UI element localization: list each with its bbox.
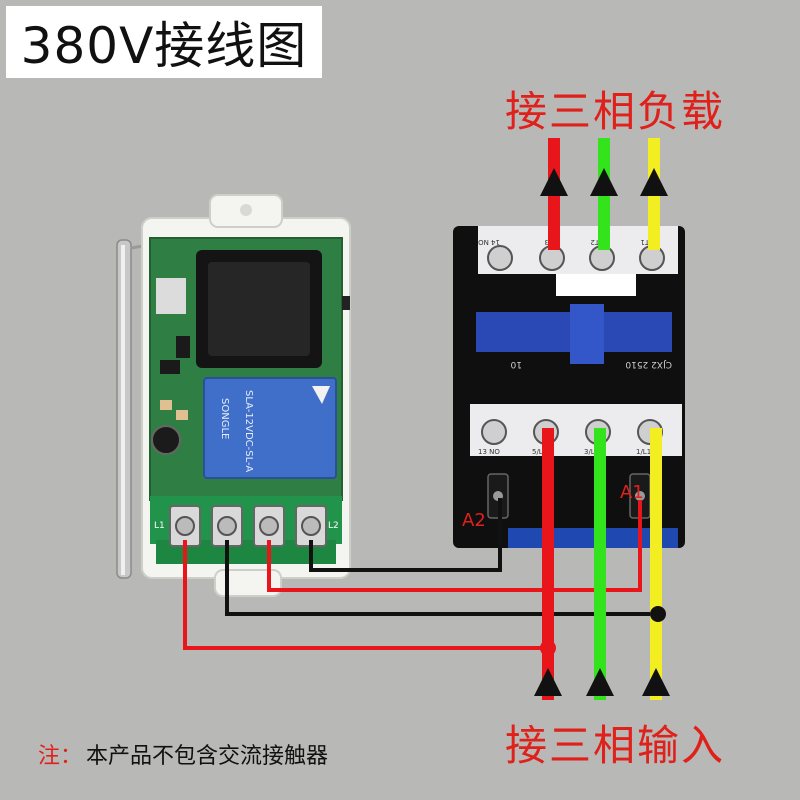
auxiliary-window <box>556 274 636 296</box>
a1-label: A1 <box>620 482 644 503</box>
phase-yellow-in <box>650 428 662 700</box>
input-label: 接三相输入 <box>505 721 726 770</box>
mount-tab-bottom <box>214 569 282 597</box>
top-screws <box>487 245 665 271</box>
mount-hole-top <box>240 204 252 216</box>
rf-module-chip <box>156 278 186 314</box>
arrow-up-icon <box>534 668 562 696</box>
load-label: 接三相负载 <box>505 87 726 136</box>
contactor-number: 10 <box>510 359 522 369</box>
learn-button <box>342 296 350 310</box>
arrow-up-icon <box>642 668 670 696</box>
contact-bottom-2: 3/L2 <box>584 448 599 456</box>
terminal-label-l1: L1 <box>154 521 165 531</box>
ac-contactor: 14 NO 6/T3 4/T2 2/T1 10 CJX2 2510 13 NO … <box>453 226 685 548</box>
direction-arrows <box>534 168 670 696</box>
wire-l1-red <box>183 540 548 650</box>
relay-model: SLA-12VDC-SL-A <box>243 390 254 472</box>
note-prefix: 注： <box>38 744 83 769</box>
junction-black <box>650 606 666 622</box>
contactor-model: CJX2 2510 <box>625 359 672 369</box>
antenna-highlight <box>121 245 125 575</box>
wire-to-a1-red <box>267 500 642 592</box>
capacitor-icon <box>151 425 181 455</box>
contact-top-0: 14 NO <box>478 238 500 246</box>
wire-to-a2-black <box>309 498 502 572</box>
relay-icon <box>203 377 337 479</box>
arrow-up-icon <box>586 668 614 696</box>
phase-red-in <box>542 428 554 700</box>
note-text: 本产品不包含交流接触器 <box>86 744 329 769</box>
product-note: 注：本产品不包含交流接触器 <box>38 738 328 770</box>
terminal-label-l2: L2 <box>328 521 339 531</box>
contact-bottom-3: 1/L1 <box>636 448 651 456</box>
arrow-up-icon <box>640 168 668 196</box>
diagram-title: 380V接线图 <box>20 17 308 75</box>
contact-bottom-0: 13 NO <box>478 448 500 456</box>
junction-red <box>540 640 556 656</box>
arrow-up-icon <box>590 168 618 196</box>
relay-brand: SONGLE <box>219 398 230 439</box>
wire-neutral-black <box>225 540 658 616</box>
a2-label: A2 <box>462 510 486 531</box>
control-wires <box>183 498 660 650</box>
wireless-receiver-module: SONGLE SLA-12VDC-SL-A L1 L2 <box>116 194 351 597</box>
diagram-title-box: 380V接线图 <box>6 6 322 78</box>
contactor-body <box>453 226 685 548</box>
phase-green-in <box>594 428 606 700</box>
arrow-up-icon <box>540 168 568 196</box>
contact-bottom-1: 5/L3 <box>532 448 547 456</box>
